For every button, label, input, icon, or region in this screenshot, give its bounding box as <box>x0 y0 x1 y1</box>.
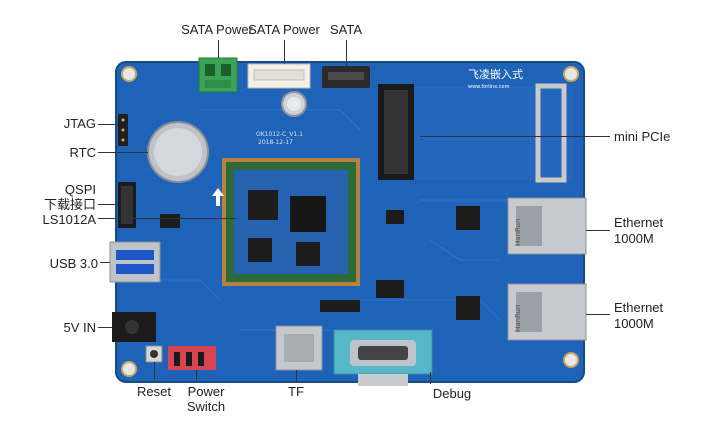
leader-usb <box>100 262 110 263</box>
leader-jtag <box>98 124 118 125</box>
ethernet-port-1: HanRun <box>507 197 587 255</box>
label-sata-power-2: SATA Power <box>248 22 320 37</box>
sata-connector <box>322 66 370 88</box>
label-ethernet-1-a: Ethernet <box>614 215 664 230</box>
leader-ls1012a <box>98 218 236 219</box>
jtag-header <box>118 114 128 146</box>
label-usb: USB 3.0 <box>49 256 98 271</box>
rtc-battery <box>147 121 209 183</box>
leader-ethernet-1 <box>586 230 610 231</box>
leader-ethernet-2 <box>586 314 610 315</box>
label-reset: Reset <box>137 384 171 399</box>
leader-qspi <box>98 204 118 205</box>
label-power-switch-1: Power <box>187 384 225 399</box>
label-jtag: JTAG <box>63 116 96 131</box>
som-module <box>212 158 360 286</box>
leader-sata-power-1 <box>218 40 219 58</box>
qspi-header <box>118 182 136 228</box>
leader-debug <box>430 372 431 384</box>
ethernet-port-2: HanRun <box>507 283 587 341</box>
label-sata: SATA <box>329 22 363 37</box>
label-ethernet-2-b: 1000M <box>614 316 654 331</box>
label-ethernet-1-b: 1000M <box>614 231 654 246</box>
sata-power-terminal <box>198 57 238 93</box>
label-ls1012a: LS1012A <box>42 212 97 227</box>
leader-power-switch <box>196 370 197 380</box>
label-sata-power-1: SATA Power <box>181 22 253 37</box>
label-rtc: RTC <box>69 145 96 160</box>
label-5v-in: 5V IN <box>63 320 96 335</box>
usb-port <box>109 241 161 283</box>
leader-rtc <box>98 152 148 153</box>
label-tf: TF <box>288 384 304 399</box>
silkscreen-1: OK1012-C_V1.1 <box>256 131 303 138</box>
leader-reset <box>154 362 155 380</box>
label-qspi-1: QSPI <box>64 182 96 197</box>
label-mini-pcie: mini PCIe <box>614 129 671 144</box>
reset-button-part <box>145 345 163 363</box>
mounting-holes <box>121 66 579 377</box>
silkscreen-2: 2018-12-17 <box>258 139 293 146</box>
brand-logo: 飞凌嵌入式 <box>468 67 523 81</box>
label-debug: Debug <box>432 386 472 401</box>
leader-mini-pcie <box>420 136 610 137</box>
label-qspi-2: 下载接口 <box>43 197 96 212</box>
label-ethernet-2-a: Ethernet <box>614 300 664 315</box>
label-power-switch-2: Switch <box>186 399 226 414</box>
mini-pcie-slot <box>378 83 574 183</box>
rj45-brand-1: HanRun <box>514 219 522 246</box>
brand-url: www.forlinx.com <box>468 84 510 90</box>
tf-slot <box>275 325 323 371</box>
leader-sata-power-2 <box>284 40 285 64</box>
dc-jack <box>112 312 156 342</box>
leader-tf <box>296 370 297 382</box>
debug-connector <box>333 329 433 386</box>
misc-ics <box>160 206 480 320</box>
leader-5v <box>98 327 112 328</box>
leader-sata <box>346 40 347 66</box>
rj45-brand-2: HanRun <box>514 305 522 332</box>
power-switch-part <box>168 346 216 370</box>
